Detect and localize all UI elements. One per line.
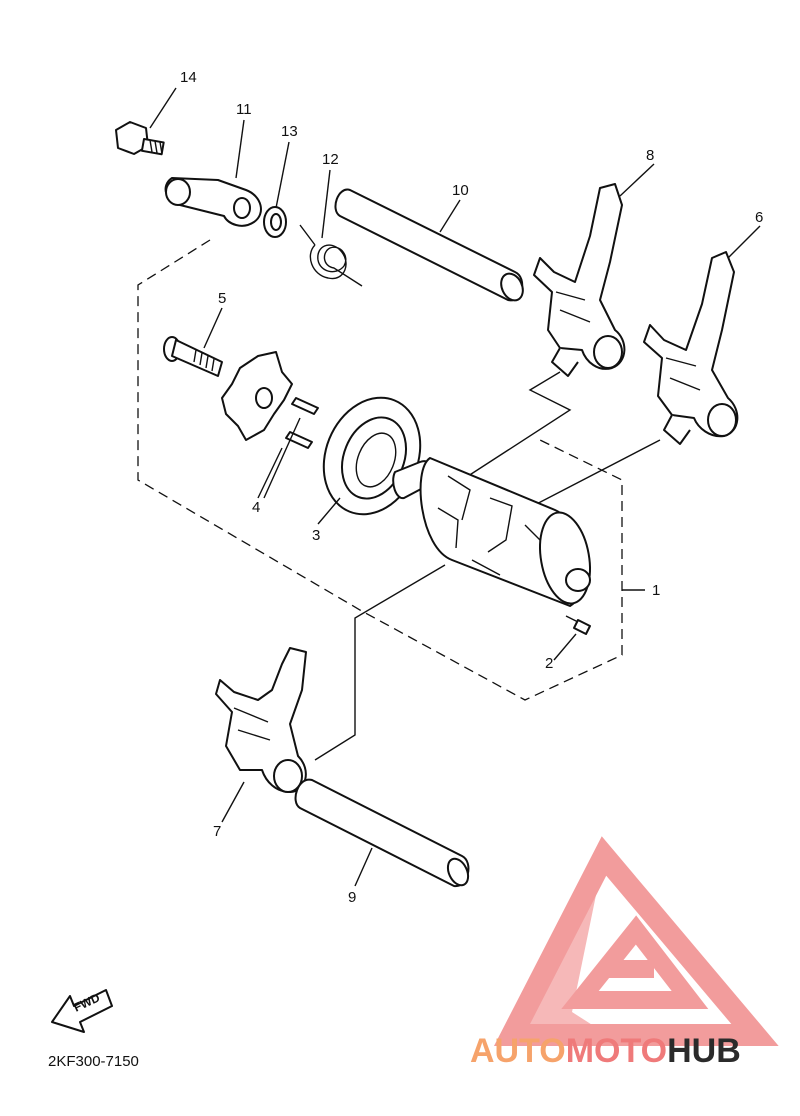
diagram-code: 2KF300-7150 bbox=[48, 1053, 139, 1070]
part-1-shift-drum bbox=[392, 457, 591, 607]
callout-11: 11 bbox=[236, 101, 252, 118]
callout-7: 7 bbox=[213, 823, 221, 840]
callout-5: 5 bbox=[218, 290, 226, 307]
part-6-shift-fork bbox=[643, 251, 739, 445]
assembly-boundary bbox=[137, 239, 623, 701]
callout-2: 2 bbox=[545, 655, 553, 672]
part-11-stopper-lever bbox=[164, 177, 262, 227]
part-7-shift-fork bbox=[215, 647, 307, 793]
watermark-logo bbox=[493, 836, 779, 1046]
part-10-shaft bbox=[334, 188, 524, 302]
callout-8: 8 bbox=[646, 147, 654, 164]
callout-9: 9 bbox=[348, 889, 356, 906]
part-14-bolt bbox=[115, 121, 165, 156]
forward-arrow-icon: FWD bbox=[51, 989, 113, 1033]
callout-6: 6 bbox=[755, 209, 763, 226]
part-4-segment bbox=[221, 351, 319, 449]
callout-14: 14 bbox=[180, 69, 197, 86]
part-13-washer bbox=[263, 206, 287, 238]
part-8-shift-fork bbox=[533, 183, 626, 377]
callout-10: 10 bbox=[452, 182, 469, 199]
callout-leaders bbox=[149, 87, 761, 887]
part-9-shaft bbox=[294, 778, 470, 888]
callout-3: 3 bbox=[312, 527, 320, 544]
part-2-screw bbox=[565, 615, 591, 635]
callout-12: 12 bbox=[322, 151, 339, 168]
reference-lines bbox=[314, 371, 661, 761]
callout-4: 4 bbox=[252, 499, 260, 516]
watermark-part2: MOTO bbox=[566, 1032, 667, 1070]
part-5-bolt bbox=[163, 336, 223, 377]
callout-13: 13 bbox=[281, 123, 298, 140]
callout-1: 1 bbox=[652, 582, 660, 599]
part-3-bearing bbox=[322, 396, 422, 516]
part-12-spring bbox=[299, 224, 363, 287]
watermark-part1: AUTO bbox=[470, 1032, 566, 1070]
watermark-part3: HUB bbox=[667, 1032, 741, 1070]
watermark-text: AUTOMOTOHUB bbox=[470, 1032, 741, 1070]
